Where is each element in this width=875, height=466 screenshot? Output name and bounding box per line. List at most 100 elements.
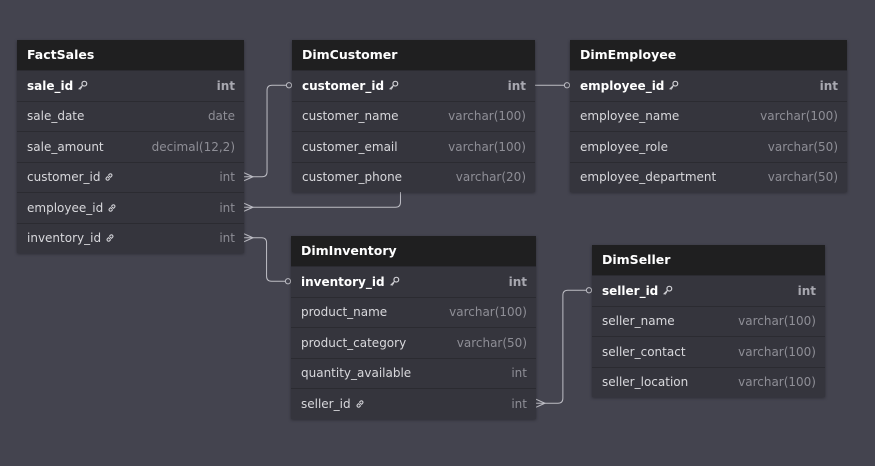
table-header: DimInventory	[291, 236, 536, 266]
column-type: int	[219, 231, 235, 246]
column-row[interactable]: employee_id int	[17, 192, 244, 223]
column-name: employee_id	[27, 201, 117, 215]
column-type: varchar(20)	[455, 170, 526, 185]
column-type: int	[219, 170, 235, 185]
column-row[interactable]: product_category varchar(50)	[291, 327, 536, 358]
many-marker	[243, 233, 255, 243]
column-name: customer_id	[302, 79, 399, 93]
column-type: varchar(100)	[449, 305, 527, 320]
link-icon	[356, 400, 364, 408]
one-marker	[563, 82, 571, 89]
many-marker	[243, 202, 255, 212]
column-name: quantity_available	[301, 366, 412, 381]
column-row[interactable]: employee_name varchar(100)	[570, 100, 847, 132]
table-diminventory[interactable]: DimInventory inventory_id int product_na…	[291, 236, 536, 419]
column-type: date	[207, 109, 235, 124]
column-row[interactable]: seller_id int	[592, 275, 825, 306]
column-type: varchar(100)	[738, 375, 816, 390]
column-row[interactable]: sale_date date	[17, 100, 244, 132]
column-type: int	[819, 78, 838, 93]
one-marker	[585, 287, 593, 294]
column-type: int	[219, 200, 235, 215]
column-type: int	[507, 78, 526, 93]
column-row[interactable]: customer_phone varchar(20)	[292, 161, 535, 193]
table-dimseller[interactable]: DimSeller seller_id int seller_name varc…	[592, 245, 825, 397]
column-type: int	[216, 78, 235, 93]
column-row[interactable]: customer_name varchar(100)	[292, 100, 535, 132]
table-dimemployee[interactable]: DimEmployee employee_id int employee_nam…	[570, 40, 847, 192]
relationship-connector	[243, 82, 293, 182]
table-factsales[interactable]: FactSales sale_id int sale_date date sal…	[17, 40, 244, 253]
column-name: inventory_id	[27, 231, 115, 245]
key-icon	[669, 80, 679, 91]
link-icon	[106, 173, 113, 181]
column-row[interactable]: customer_email varchar(100)	[292, 131, 535, 162]
key-icon	[389, 80, 399, 91]
column-row[interactable]: customer_id int	[17, 161, 244, 193]
table-header: DimSeller	[592, 245, 825, 275]
column-name: customer_name	[302, 109, 399, 124]
column-type: varchar(100)	[738, 314, 816, 329]
column-name: employee_id	[580, 79, 679, 93]
column-name: sale_id	[27, 79, 88, 93]
column-type: int	[511, 396, 527, 411]
column-type: varchar(50)	[767, 139, 838, 154]
column-row[interactable]: sale_id int	[17, 70, 244, 101]
column-type: int	[797, 283, 816, 298]
column-row[interactable]: seller_name varchar(100)	[592, 305, 825, 337]
column-name: seller_location	[602, 375, 689, 390]
column-name: employee_role	[580, 139, 668, 154]
column-type: varchar(50)	[767, 170, 838, 185]
column-type: decimal(12,2)	[151, 139, 235, 154]
column-name: product_category	[301, 335, 407, 350]
relationship-connector	[243, 233, 292, 285]
column-row[interactable]: inventory_id int	[291, 266, 536, 297]
column-row[interactable]: product_name varchar(100)	[291, 296, 536, 328]
column-row[interactable]: seller_location varchar(100)	[592, 366, 825, 398]
link-icon	[108, 204, 116, 212]
key-icon	[389, 276, 399, 287]
many-marker	[535, 398, 547, 408]
column-type: int	[508, 274, 527, 289]
column-name: product_name	[301, 305, 388, 320]
column-row[interactable]: quantity_available int	[291, 357, 536, 389]
column-type: varchar(100)	[448, 139, 526, 154]
table-header: DimEmployee	[570, 40, 847, 70]
column-row[interactable]: employee_id int	[570, 70, 847, 101]
many-marker	[243, 172, 255, 182]
table-header: FactSales	[17, 40, 244, 70]
column-name: customer_id	[27, 170, 114, 184]
key-icon	[78, 80, 88, 91]
relationship-connector	[535, 287, 593, 408]
column-row[interactable]: customer_id int	[292, 70, 535, 101]
table-header: DimCustomer	[292, 40, 535, 70]
one-marker	[285, 82, 293, 89]
column-row[interactable]: employee_department varchar(50)	[570, 161, 847, 193]
column-row[interactable]: sale_amount decimal(12,2)	[17, 131, 244, 162]
key-icon	[663, 285, 673, 296]
column-name: inventory_id	[301, 275, 400, 289]
column-name: seller_id	[602, 284, 673, 298]
column-name: sale_date	[27, 109, 85, 124]
column-type: int	[511, 366, 527, 381]
column-type: varchar(100)	[448, 109, 526, 124]
column-name: seller_contact	[602, 344, 686, 359]
column-name: seller_id	[301, 397, 365, 411]
column-row[interactable]: seller_id int	[291, 388, 536, 419]
column-row[interactable]: inventory_id int	[17, 222, 244, 254]
link-icon	[106, 234, 114, 242]
column-row[interactable]: seller_contact varchar(100)	[592, 336, 825, 367]
column-type: varchar(50)	[456, 335, 527, 350]
column-name: customer_phone	[302, 170, 403, 185]
column-type: varchar(100)	[738, 344, 816, 359]
column-type: varchar(100)	[760, 109, 838, 124]
column-name: sale_amount	[27, 139, 104, 154]
column-name: employee_name	[580, 109, 680, 124]
column-name: employee_department	[580, 170, 717, 185]
column-name: customer_email	[302, 139, 398, 154]
column-name: seller_name	[602, 314, 675, 329]
table-dimcustomer[interactable]: DimCustomer customer_id int customer_nam…	[292, 40, 535, 192]
one-marker	[284, 278, 292, 285]
column-row[interactable]: employee_role varchar(50)	[570, 131, 847, 162]
